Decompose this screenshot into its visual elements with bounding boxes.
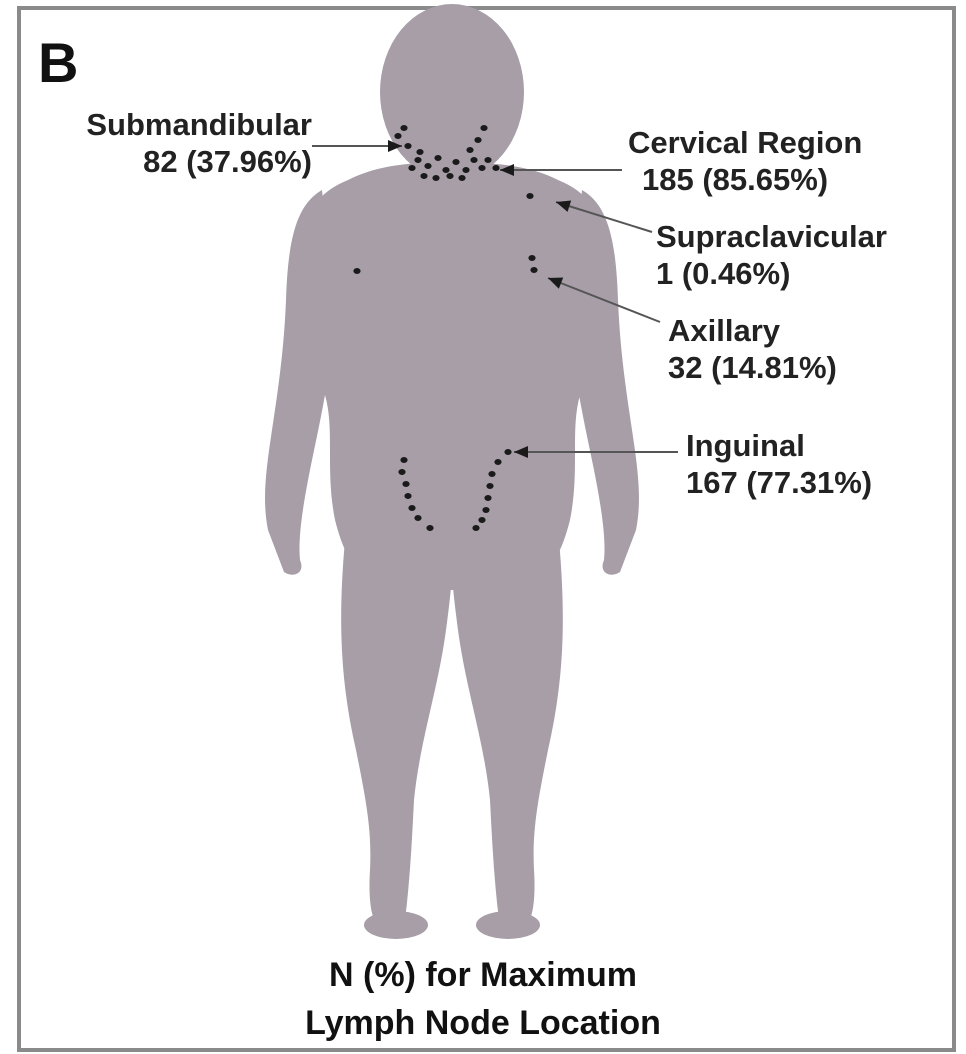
lymph-node-cervical	[462, 167, 469, 173]
lymph-node-inguinal	[504, 449, 511, 455]
lymph-node-inguinal	[426, 525, 433, 531]
lymph-node-cervical	[414, 157, 421, 163]
lymph-node-inguinal	[482, 507, 489, 513]
label-axillary-name: Axillary	[668, 312, 837, 349]
label-axillary: Axillary 32 (14.81%)	[668, 312, 837, 386]
lymph-node-inguinal	[400, 457, 407, 463]
lymph-node-inguinal	[408, 505, 415, 511]
lymph-node-axillary	[528, 255, 535, 261]
lymph-node-cervical	[478, 165, 485, 171]
lymph-node-submandibular	[394, 133, 401, 139]
lymph-node-submandibular	[466, 147, 473, 153]
lymph-node-axillary	[530, 267, 537, 273]
label-supraclavicular-name: Supraclavicular	[656, 218, 887, 255]
label-inguinal-name: Inguinal	[686, 427, 872, 464]
body-silhouette	[265, 4, 639, 939]
label-submandibular-value: 82 (37.96%)	[38, 143, 312, 180]
lymph-node-cervical	[446, 173, 453, 179]
lymph-node-inguinal	[494, 459, 501, 465]
lymph-node-inguinal	[484, 495, 491, 501]
label-cervical: Cervical Region 185 (85.65%)	[628, 124, 862, 198]
lymph-node-inguinal	[414, 515, 421, 521]
panel-letter: B	[38, 30, 78, 95]
lymph-node-inguinal	[472, 525, 479, 531]
lymph-node-supraclavicular	[526, 193, 533, 199]
lymph-node-cervical	[442, 167, 449, 173]
lymph-node-cervical	[434, 155, 441, 161]
lymph-node-cervical	[470, 157, 477, 163]
lymph-node-submandibular	[480, 125, 487, 131]
lymph-node-submandibular	[416, 149, 423, 155]
lymph-node-inguinal	[488, 471, 495, 477]
lymph-node-inguinal	[398, 469, 405, 475]
label-inguinal: Inguinal 167 (77.31%)	[686, 427, 872, 501]
lymph-node-cervical	[432, 175, 439, 181]
label-cervical-value: 185 (85.65%)	[628, 161, 862, 198]
lymph-node-cervical	[424, 163, 431, 169]
lymph-node-cervical	[484, 157, 491, 163]
lymph-node-inguinal	[486, 483, 493, 489]
label-inguinal-value: 167 (77.31%)	[686, 464, 872, 501]
label-supraclavicular: Supraclavicular 1 (0.46%)	[656, 218, 887, 292]
caption-line-1: N (%) for Maximum	[0, 956, 966, 995]
lymph-node-cervical	[420, 173, 427, 179]
lymph-node-submandibular	[404, 143, 411, 149]
label-submandibular-name: Submandibular	[38, 106, 312, 143]
lymph-node-inguinal	[402, 481, 409, 487]
lymph-node-axillary	[353, 268, 360, 274]
lymph-node-submandibular	[400, 125, 407, 131]
lymph-node-inguinal	[478, 517, 485, 523]
label-cervical-name: Cervical Region	[628, 124, 862, 161]
label-submandibular: Submandibular 82 (37.96%)	[38, 106, 312, 180]
lymph-node-inguinal	[404, 493, 411, 499]
caption-line-2: Lymph Node Location	[0, 1004, 966, 1043]
lymph-node-cervical	[452, 159, 459, 165]
lymph-node-cervical	[492, 165, 499, 171]
label-axillary-value: 32 (14.81%)	[668, 349, 837, 386]
label-supraclavicular-value: 1 (0.46%)	[656, 255, 887, 292]
lymph-node-cervical	[408, 165, 415, 171]
lymph-node-cervical	[458, 175, 465, 181]
lymph-node-submandibular	[474, 137, 481, 143]
